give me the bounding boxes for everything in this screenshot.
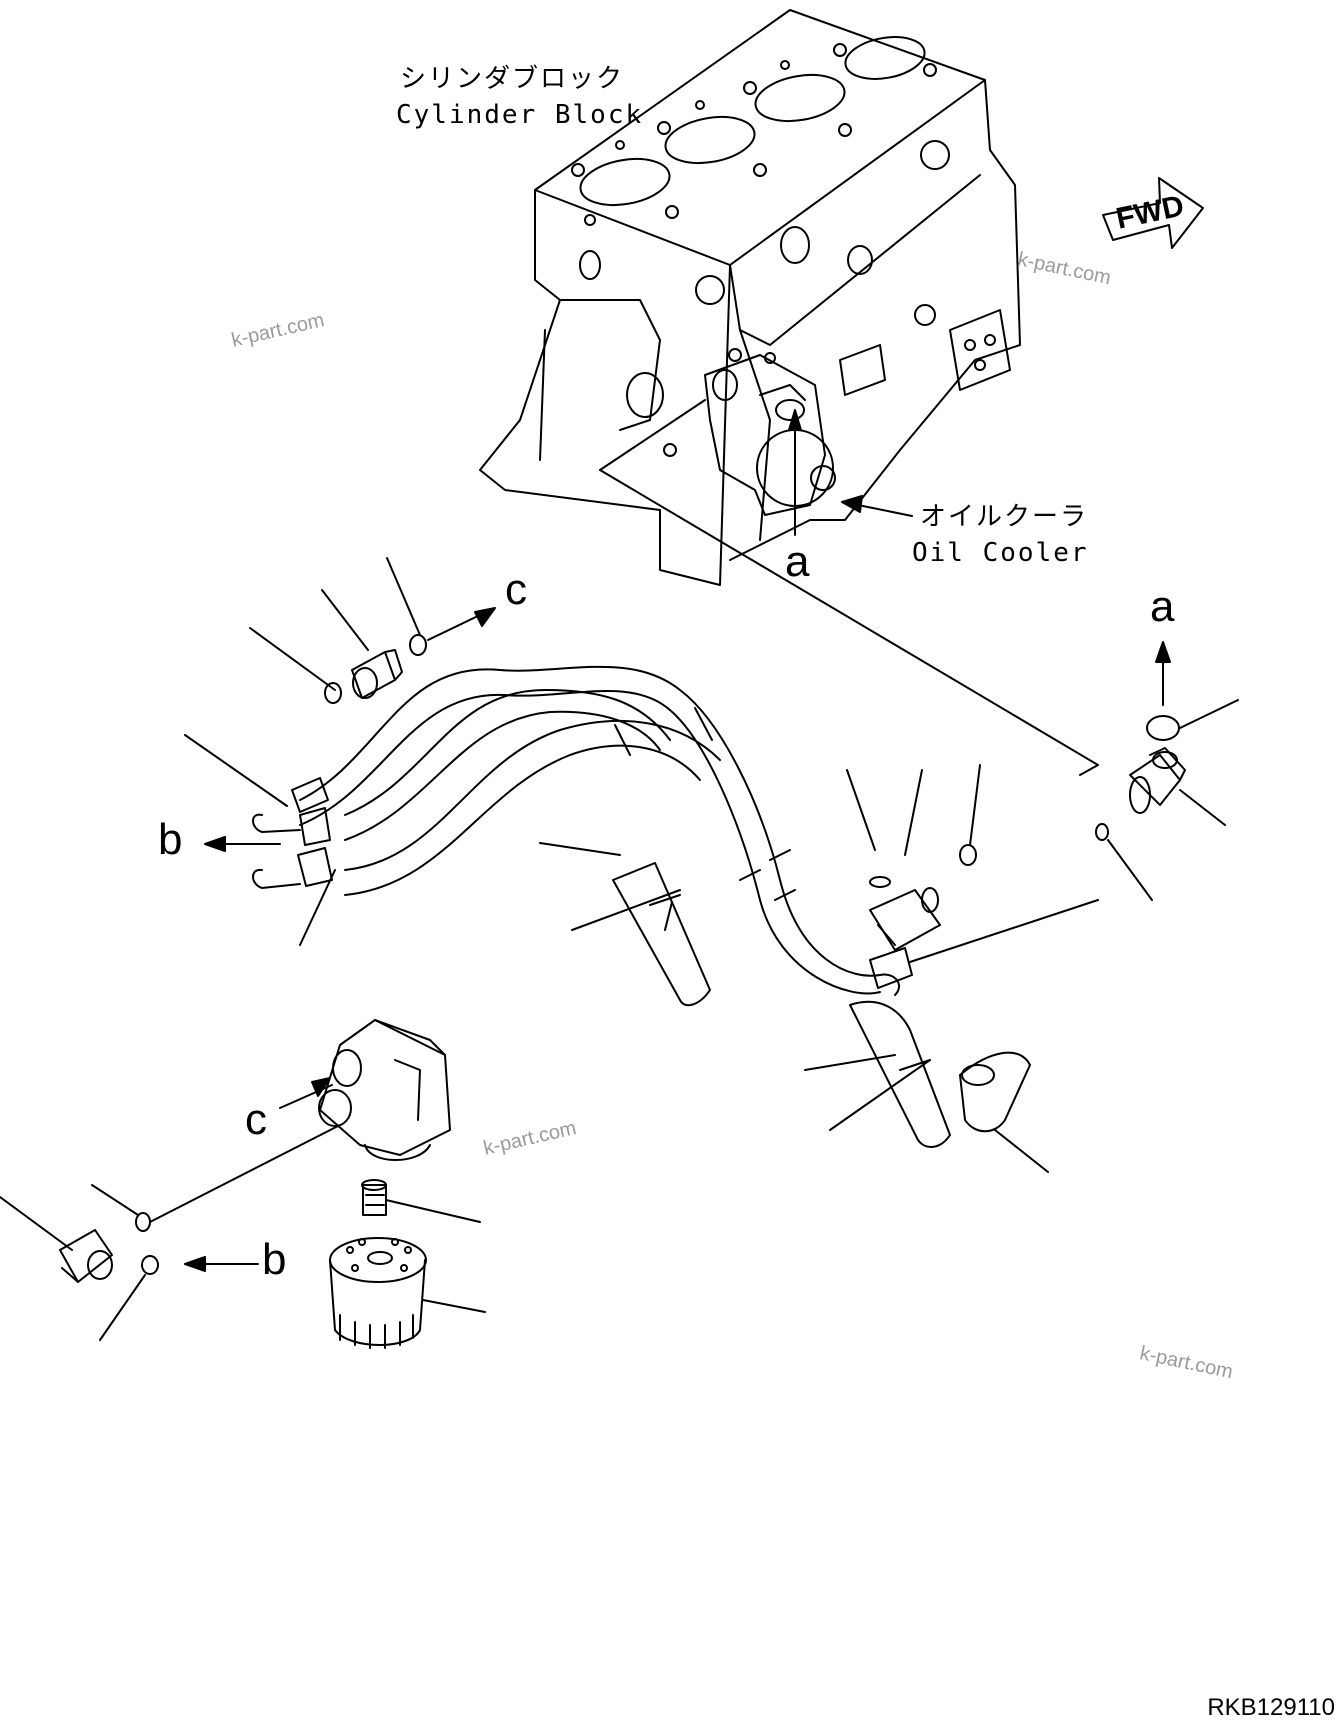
- oil-filter: [329, 1237, 427, 1349]
- cylinder-block: [479, 9, 1021, 586]
- leader-lines: [0, 557, 1239, 1341]
- filter-head: [318, 1019, 451, 1161]
- ref-b-lower: b: [262, 1235, 287, 1284]
- ref-a-cooler: a: [785, 537, 810, 586]
- ref-c-top: c: [505, 565, 527, 614]
- hose-clamp-shield-right: [849, 1000, 1031, 1148]
- elbow-fitting-right: [1095, 715, 1186, 841]
- filter-nipple: [361, 1179, 387, 1216]
- oil-hoses: [252, 665, 1099, 996]
- cylinder-block-label-en: Cylinder Block: [396, 100, 644, 130]
- forward-arrow: [1102, 177, 1204, 249]
- connector-c: [324, 634, 427, 704]
- elbow-fitting-lower-left: [59, 1212, 159, 1283]
- cylinder-block-label-jp: シリンダブロック: [400, 64, 625, 94]
- ref-a-right: a: [1150, 582, 1175, 631]
- elbow-fitting-middle: [869, 844, 977, 951]
- ref-c-filter-head: c: [245, 1095, 267, 1144]
- oil-cooler-label-jp: オイルクーラ: [920, 502, 1089, 532]
- drawing-code: RKB129110: [1207, 1694, 1335, 1721]
- oil-cooler-label-en: Oil Cooler: [912, 538, 1089, 568]
- hose-clamp-shield-left: [612, 862, 711, 1007]
- ref-b-left: b: [158, 815, 183, 864]
